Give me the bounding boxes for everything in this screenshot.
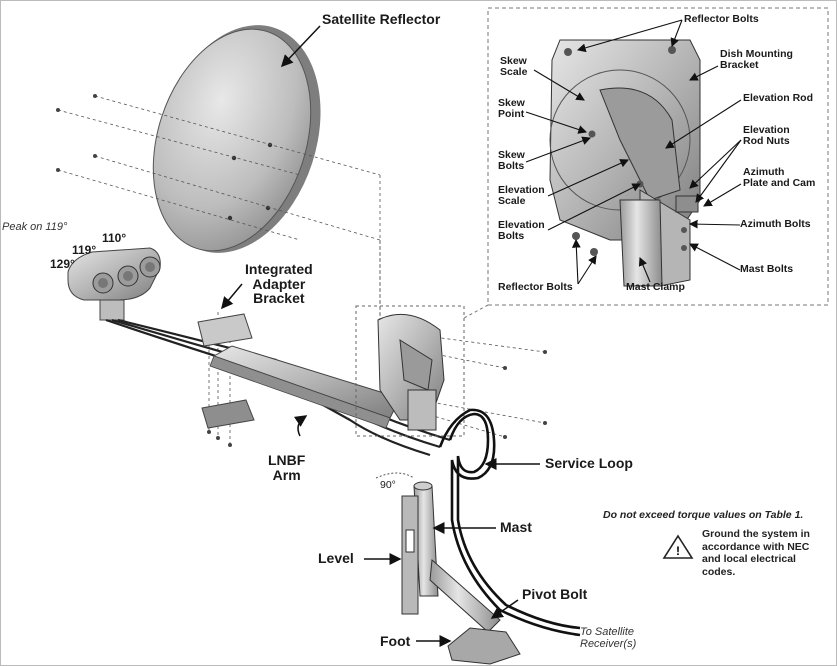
svg-text:!: ! [676, 544, 680, 558]
mount-bracket-small [355, 305, 465, 437]
inset-leader-lines [525, 19, 742, 285]
angle-arc [375, 472, 415, 479]
mast-pole [413, 481, 521, 665]
lnbf-assembly [67, 247, 161, 321]
label-deg-129: 129° [50, 257, 75, 271]
inset-label-elevation-rod-nuts: Elevation Rod Nuts [743, 124, 790, 148]
label-angle-90: 90° [380, 479, 396, 491]
lnbf-arm [209, 345, 401, 429]
label-satellite-reflector: Satellite Reflector [322, 11, 441, 27]
label-mast: Mast [500, 519, 532, 535]
inset-mount-bracket [549, 39, 701, 287]
inset-label-mast-bolts: Mast Bolts [740, 263, 794, 275]
label-integrated-adapter-bracket: Integrated Adapter Bracket [245, 261, 313, 307]
label-foot: Foot [380, 633, 411, 649]
inset-label-skew-scale: Skew Scale [500, 55, 528, 79]
label-to-satellite-receiver: To Satellite Receiver(s) [580, 626, 637, 650]
inset-label-elevation-scale: Elevation Scale [498, 184, 545, 208]
inset-connector [463, 304, 489, 319]
inset-label-azimuth-plate-and-cam: Azimuth Plate and Cam [743, 166, 816, 190]
label-service-loop: Service Loop [545, 455, 633, 471]
level-tool [401, 495, 419, 615]
inset-label-dish-mounting-bracket: Dish Mounting Bracket [720, 48, 793, 72]
note-torque: Do not exceed torque values on Table 1. [603, 509, 804, 521]
warning-icon: ! [662, 534, 694, 559]
label-deg-119: 119° [72, 243, 97, 257]
inset-label-reflector-bolts-bottom: Reflector Bolts [498, 281, 573, 293]
inset-label-azimuth-bolts: Azimuth Bolts [740, 218, 811, 230]
note-ground: Ground the system in accordance with NEC… [702, 528, 810, 578]
label-pivot-bolt: Pivot Bolt [522, 586, 588, 602]
inset-label-elevation-rod: Elevation Rod [743, 92, 814, 104]
satellite-reflector-dish [152, 25, 321, 253]
label-peak-on: Peak on 119° [2, 221, 68, 233]
main-leader-lines [221, 25, 540, 647]
label-lnbf-arm: LNBF Arm [268, 452, 306, 483]
label-deg-110: 110° [102, 231, 127, 245]
integrated-adapter-bracket-part [197, 313, 255, 429]
inset-label-skew-point: Skew Point [498, 97, 525, 121]
inset-label-reflector-bolts-top: Reflector Bolts [684, 13, 759, 25]
inset-label-skew-bolts: Skew Bolts [498, 149, 525, 173]
inset-label-elevation-bolts: Elevation Bolts [498, 219, 545, 243]
label-level: Level [318, 550, 354, 566]
small-bolts [56, 94, 547, 447]
inset-label-mast-clamp: Mast Clamp [626, 281, 685, 293]
